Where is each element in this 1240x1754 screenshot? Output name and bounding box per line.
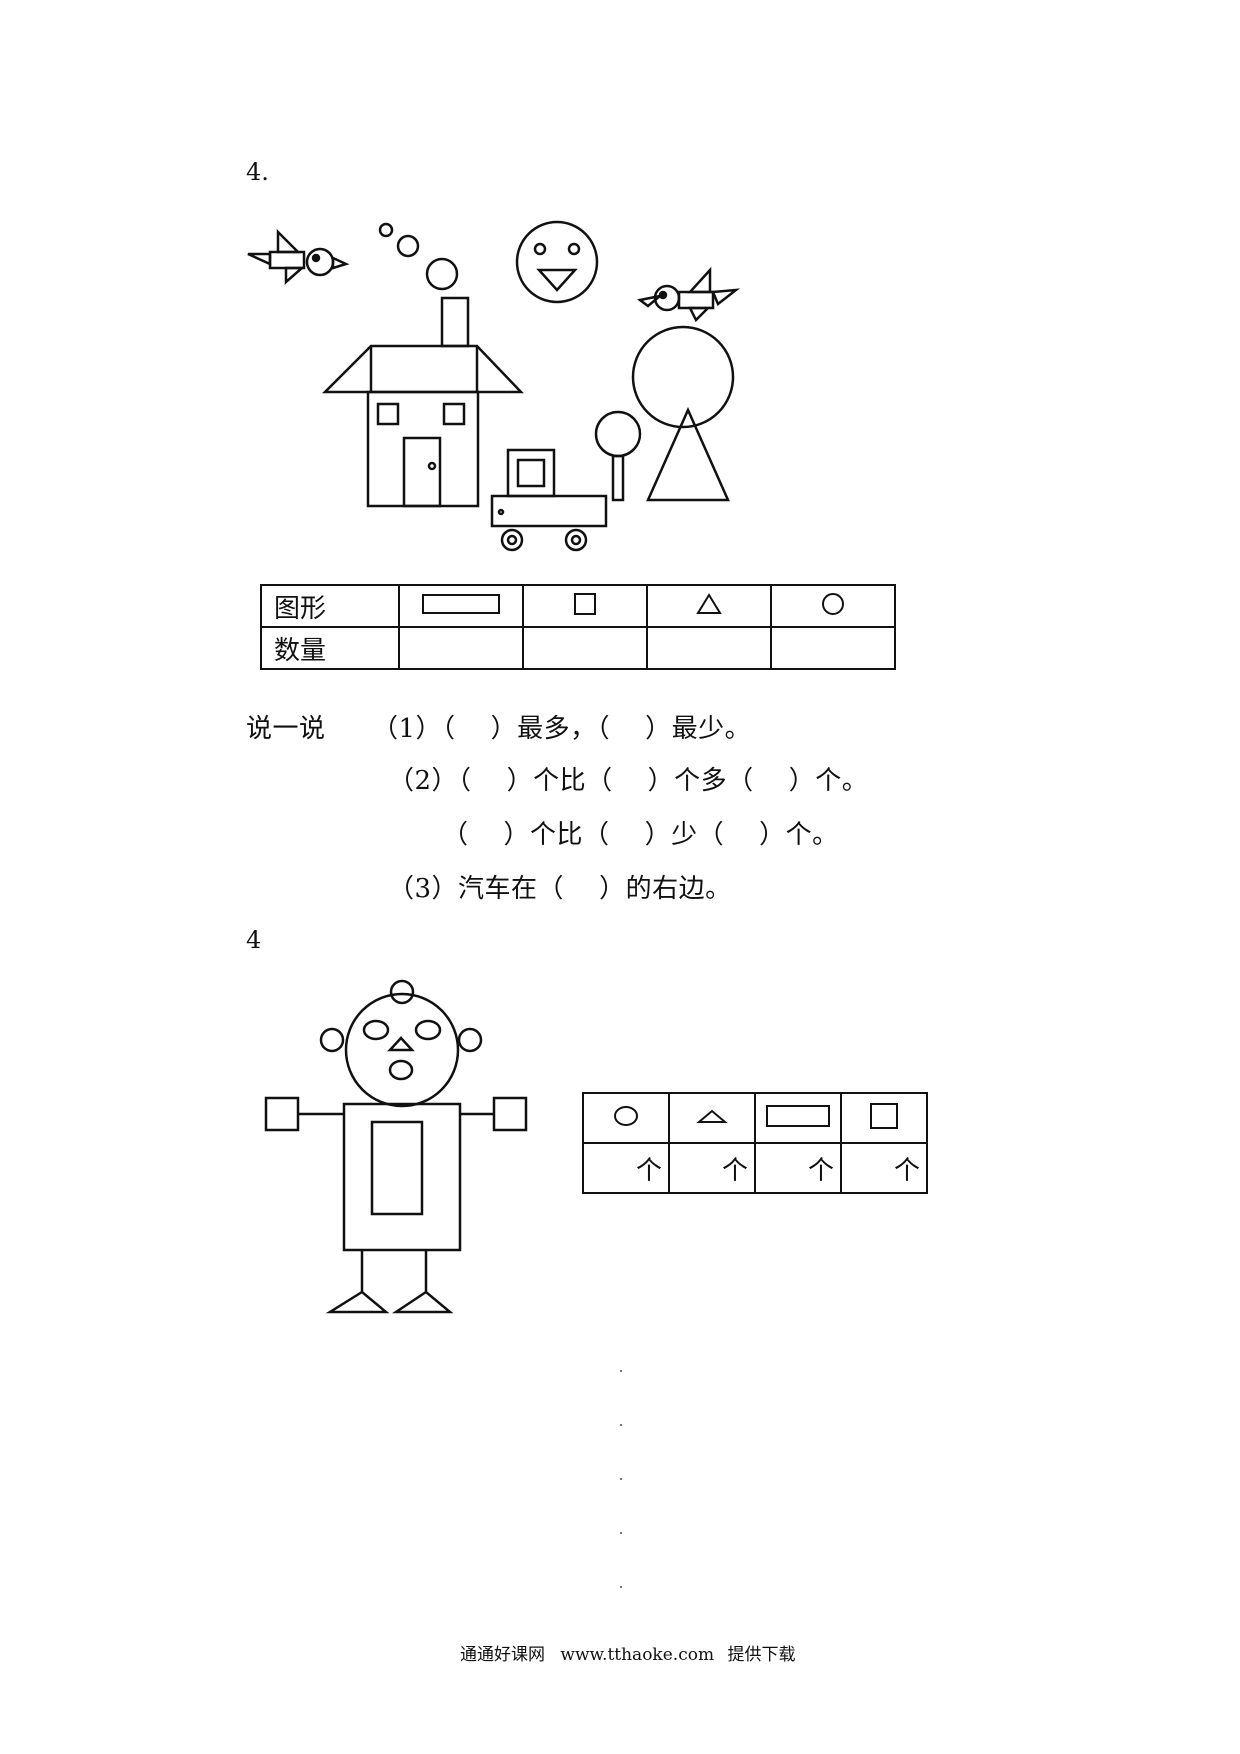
circle-icon [770, 584, 896, 628]
triangle-icon [668, 1092, 756, 1144]
shape-count-table: 图形 数量 [260, 584, 896, 670]
square-icon [840, 1092, 928, 1144]
divider-dot [620, 1370, 622, 1372]
count-cell-triangle[interactable] [646, 626, 772, 670]
count-cell-triangle[interactable]: 个 [668, 1142, 756, 1194]
bubble-medium-icon [396, 234, 420, 258]
footer-url[interactable]: www.tthaoke.com [560, 1645, 715, 1665]
count-cell-circle[interactable]: 个 [582, 1142, 670, 1194]
robot-picture [264, 979, 528, 1314]
rectangle-icon [754, 1092, 842, 1144]
divider-dot [620, 1478, 622, 1480]
triangle-icon [646, 584, 772, 628]
car-icon [490, 448, 608, 552]
page-footer: 通通好课网 www.tthaoke.com 提供下载 [460, 1640, 795, 1665]
house-icon [321, 296, 524, 508]
robot-shape-count-table: 个 个 个 个 [582, 1092, 928, 1194]
count-cell-square[interactable]: 个 [840, 1142, 928, 1194]
row-label-shape: 图形 [260, 584, 400, 628]
rectangle-icon [398, 584, 524, 628]
square-icon [522, 584, 648, 628]
count-cell-square[interactable] [522, 626, 648, 670]
talk-question-1: （1）（ ）最多，（ ）最少。 [372, 714, 752, 744]
bird-right-icon [637, 266, 741, 323]
divider-dot [620, 1424, 622, 1426]
count-cell-circle[interactable] [770, 626, 896, 670]
count-cell-rectangle[interactable]: 个 [754, 1142, 842, 1194]
sun-face-icon [515, 220, 599, 304]
row-label-count: 数量 [260, 626, 400, 670]
table-row [582, 1092, 928, 1144]
talk-question-2a: （2）（ ）个比（ ）个多（ ）个。 [388, 766, 869, 796]
bird-left-icon [247, 228, 350, 285]
large-circle-icon [631, 325, 735, 429]
divider-dot [620, 1532, 622, 1534]
divider-dot [620, 1586, 622, 1588]
talk-question-3: （3）汽车在（ ）的右边。 [388, 874, 732, 904]
tree-icon [594, 410, 642, 502]
footer-suffix: 提供下载 [727, 1645, 796, 1665]
footer-site-name: 通通好课网 [460, 1645, 545, 1665]
bubble-large-icon [425, 257, 459, 291]
table-row: 个 个 个 个 [582, 1142, 928, 1194]
talk-label: 说一说 [246, 714, 326, 744]
count-cell-rectangle[interactable] [398, 626, 524, 670]
large-triangle-icon [646, 406, 730, 502]
table-row: 数量 [260, 626, 896, 670]
circle-icon [582, 1092, 670, 1144]
table-row: 图形 [260, 584, 896, 628]
bubble-small-icon [378, 222, 394, 238]
question-number-1: 4. [246, 158, 269, 186]
question-number-2: 4 [246, 926, 262, 954]
shape-scene-picture [247, 220, 741, 552]
talk-question-2b: （ ）个比（ ）少（ ）个。 [442, 820, 839, 850]
